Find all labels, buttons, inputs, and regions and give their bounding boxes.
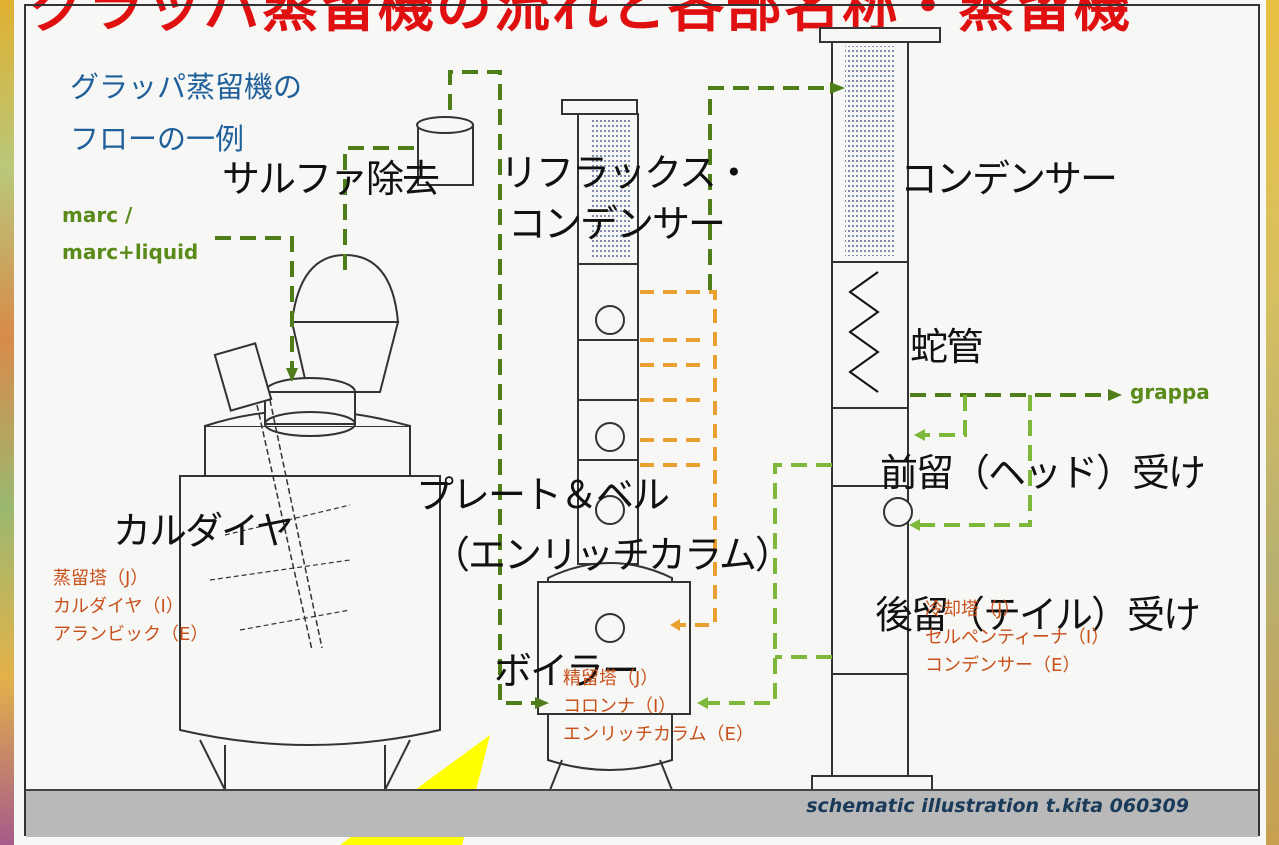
arrow-tail — [909, 519, 920, 531]
input-label-marc: marc / — [62, 203, 133, 227]
label-plate-1: プレート＆ベル — [416, 473, 670, 517]
credit-text: schematic illustration t.kita 060309 — [806, 795, 1189, 817]
flow-orange — [640, 290, 717, 627]
label-sulfur: サルファ除去 — [222, 157, 440, 201]
background-left-texture — [0, 0, 14, 845]
subtitle-line-2: フローの一例 — [70, 122, 245, 156]
label-boiler: ボイラー — [494, 649, 640, 693]
condenser-names: 冷却塔（J） セルペンティーナ（I） コンデンサー（E） — [925, 596, 1109, 680]
pot-name-e: アランビック（E） — [53, 624, 209, 645]
arrow-column — [697, 697, 708, 709]
condenser-packing — [845, 46, 895, 256]
sulfur-remover — [416, 116, 474, 186]
arrow-marc — [286, 368, 298, 382]
pot-name-j: 蒸留塔（J） — [53, 568, 149, 589]
column-name-i: コロンナ（I） — [563, 696, 677, 717]
label-caldaia: カルダイヤ — [113, 509, 294, 553]
arrow-orange-return — [670, 619, 680, 631]
label-tail: 後留（テイル）受け — [875, 593, 1201, 637]
input-label-liquid: marc+liquid — [62, 240, 199, 264]
condenser-name-e: コンデンサー（E） — [925, 655, 1081, 676]
arrow-condenser — [830, 82, 845, 94]
label-head: 前留（ヘッド）受け — [880, 451, 1206, 495]
condenser-name-j: 冷却塔（J） — [925, 599, 1021, 620]
floor-bar — [26, 789, 1258, 837]
pot-names: 蒸留塔（J） カルダイヤ（I） アランビック（E） — [53, 565, 208, 649]
flow-dark — [215, 70, 1110, 705]
label-reflux-2: コンデンサー — [508, 202, 726, 246]
label-condenser: コンデンサー — [900, 157, 1118, 201]
page-title: グラッパ蒸留機の流れと各部名称・蒸留機 — [30, 0, 1132, 40]
column-name-j: 精留塔（J） — [563, 668, 659, 689]
condenser-name-i: セルペンティーナ（I） — [925, 627, 1110, 648]
flow-light — [700, 395, 1032, 705]
label-reflux-1: リフラックス・ — [500, 151, 753, 195]
label-coil: 蛇管 — [910, 325, 984, 369]
subtitle-line-1: グラッパ蒸留機の — [70, 70, 303, 104]
column-name-e: エンリッチカラム（E） — [563, 724, 754, 745]
arrow-head — [914, 429, 925, 441]
arrow-grappa — [1108, 389, 1122, 401]
column-names: 精留塔（J） コロンナ（I） エンリッチカラム（E） — [563, 665, 754, 749]
pot-name-i: カルダイヤ（I） — [53, 596, 184, 617]
label-plate-2: （エンリッチカラム） — [432, 533, 793, 577]
column-packing — [590, 118, 630, 260]
pot-still — [179, 253, 441, 791]
output-label: grappa — [1130, 380, 1210, 404]
arrow-boiler — [535, 697, 549, 709]
background-right-texture — [1265, 0, 1279, 845]
